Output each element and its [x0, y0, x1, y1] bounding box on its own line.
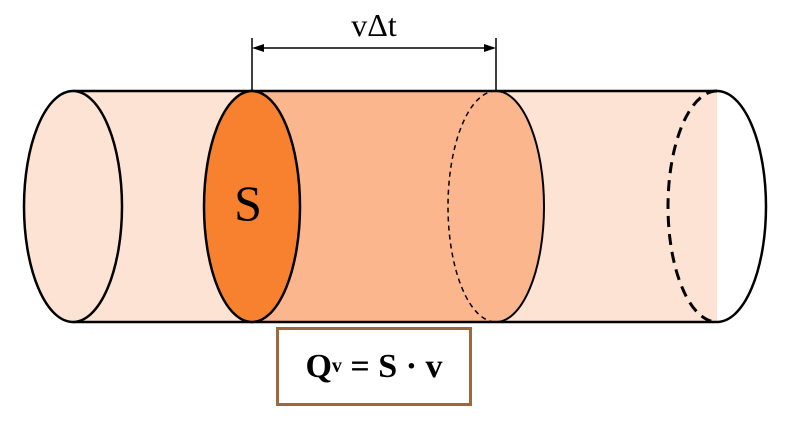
formula-rhs: = S · v	[341, 347, 443, 385]
distance-arrowhead-right	[484, 44, 496, 52]
formula-q: Q	[305, 347, 332, 385]
tube-left-end	[22, 89, 124, 324]
tube-right-end-back	[666, 89, 718, 324]
tube-right-end-front	[716, 89, 768, 324]
second-section-front	[495, 90, 545, 323]
area-label: S	[234, 175, 262, 231]
distance-arrowhead-left	[252, 44, 264, 52]
swept-volume-end	[496, 91, 544, 322]
formula-q-subscript: v	[331, 355, 342, 377]
distance-label: vΔt	[351, 7, 397, 43]
